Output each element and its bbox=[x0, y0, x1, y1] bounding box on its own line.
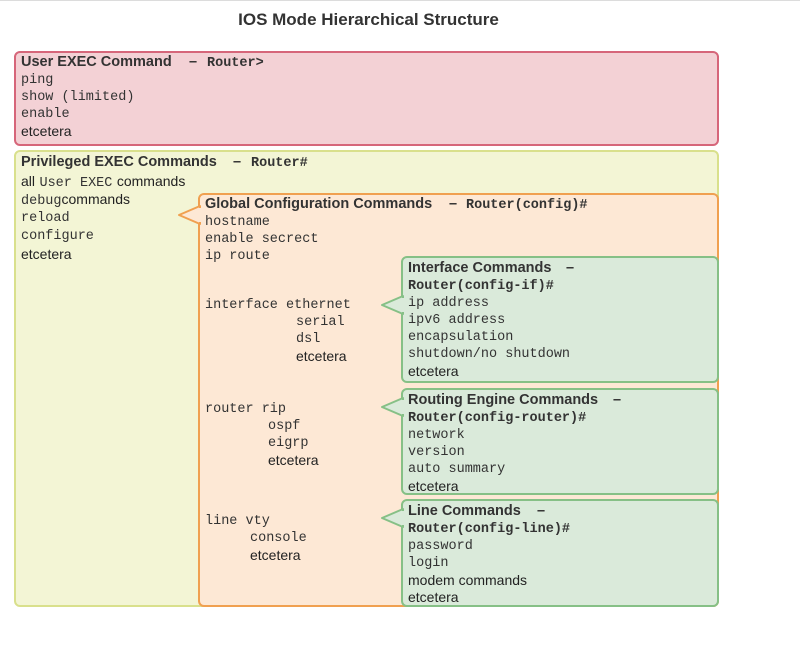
global-interface-etc: etcetera bbox=[296, 348, 347, 364]
privileged-line-all: all User EXEC commands bbox=[21, 173, 185, 192]
global-item-enable-secret: enable secrect bbox=[205, 232, 319, 247]
line-item-login: login bbox=[408, 556, 449, 571]
interface-pointer bbox=[381, 295, 405, 315]
user-exec-item-enable: enable bbox=[21, 107, 70, 122]
interface-item-shutdown: shutdown/no shutdown bbox=[408, 347, 571, 362]
top-divider bbox=[0, 0, 800, 1]
user-exec-prompt: Router> bbox=[207, 56, 264, 71]
global-interface-dsl: dsl bbox=[296, 332, 321, 347]
global-router-eigrp: eigrp bbox=[268, 436, 309, 451]
global-interface-serial: serial bbox=[296, 315, 345, 330]
routing-item-network: network bbox=[408, 428, 465, 443]
interface-item-ipv6-address: ipv6 address bbox=[408, 313, 506, 328]
global-heading: Global Configuration Commands bbox=[205, 196, 433, 212]
privileged-etc: etcetera bbox=[21, 246, 72, 262]
user-exec-item-ping: ping bbox=[21, 73, 54, 88]
global-item-ip-route: ip route bbox=[205, 249, 270, 264]
privileged-sep: – bbox=[233, 154, 242, 170]
global-router-ospf: ospf bbox=[268, 419, 301, 434]
line-item-modem: modem commands bbox=[408, 572, 528, 588]
line-pointer bbox=[381, 508, 405, 528]
routing-prompt: Router(config-router)# bbox=[408, 411, 587, 426]
line-prompt: Router(config-line)# bbox=[408, 522, 571, 537]
global-line-etc: etcetera bbox=[250, 547, 301, 563]
routing-etc: etcetera bbox=[408, 478, 459, 494]
user-exec-heading: User EXEC Command bbox=[21, 54, 172, 70]
interface-heading: Interface Commands bbox=[408, 260, 552, 276]
global-item-hostname: hostname bbox=[205, 215, 270, 230]
global-config-pointer bbox=[178, 205, 202, 225]
interface-item-encapsulation: encapsulation bbox=[408, 330, 514, 345]
interface-sep: – bbox=[566, 260, 575, 276]
interface-etc: etcetera bbox=[408, 363, 459, 379]
privileged-configure: configure bbox=[21, 229, 94, 244]
user-exec-item-show: show (limited) bbox=[21, 90, 135, 105]
privileged-debug-commands: commands bbox=[61, 191, 130, 207]
privileged-line-debug: debugcommands bbox=[21, 191, 130, 210]
privileged-prompt: Router# bbox=[251, 156, 308, 171]
routing-sep: – bbox=[613, 392, 622, 408]
interface-commands-box bbox=[401, 256, 719, 383]
global-prompt: Router(config)# bbox=[466, 198, 588, 213]
line-heading: Line Commands bbox=[408, 503, 521, 519]
line-etc: etcetera bbox=[408, 589, 459, 605]
user-exec-sep: – bbox=[189, 54, 198, 70]
global-interface-cmd: interface ethernet bbox=[205, 298, 351, 313]
line-sep: – bbox=[537, 503, 546, 519]
global-line-cmd: line vty bbox=[205, 514, 270, 529]
global-router-etc: etcetera bbox=[268, 452, 319, 468]
line-item-password: password bbox=[408, 539, 473, 554]
global-line-console: console bbox=[250, 531, 307, 546]
global-router-cmd: router rip bbox=[205, 402, 287, 417]
privileged-heading: Privileged EXEC Commands bbox=[21, 154, 217, 170]
interface-item-ip-address: ip address bbox=[408, 296, 490, 311]
routing-item-version: version bbox=[408, 445, 465, 460]
routing-heading: Routing Engine Commands bbox=[408, 392, 599, 408]
privileged-all-label: all bbox=[21, 173, 36, 189]
routing-engine-box bbox=[401, 388, 719, 495]
privileged-debug-label: debug bbox=[21, 194, 62, 209]
routing-item-auto-summary: auto summary bbox=[408, 462, 506, 477]
privileged-user-exec-label: User EXEC bbox=[39, 176, 113, 191]
privileged-commands-label: commands bbox=[116, 173, 186, 189]
user-exec-box bbox=[14, 51, 719, 146]
line-commands-box bbox=[401, 499, 719, 607]
global-sep: – bbox=[449, 196, 458, 212]
user-exec-etc: etcetera bbox=[21, 123, 72, 139]
page-title: IOS Mode Hierarchical Structure bbox=[238, 10, 499, 29]
privileged-reload: reload bbox=[21, 211, 70, 226]
interface-prompt: Router(config-if)# bbox=[408, 279, 554, 294]
routing-pointer bbox=[381, 397, 405, 417]
